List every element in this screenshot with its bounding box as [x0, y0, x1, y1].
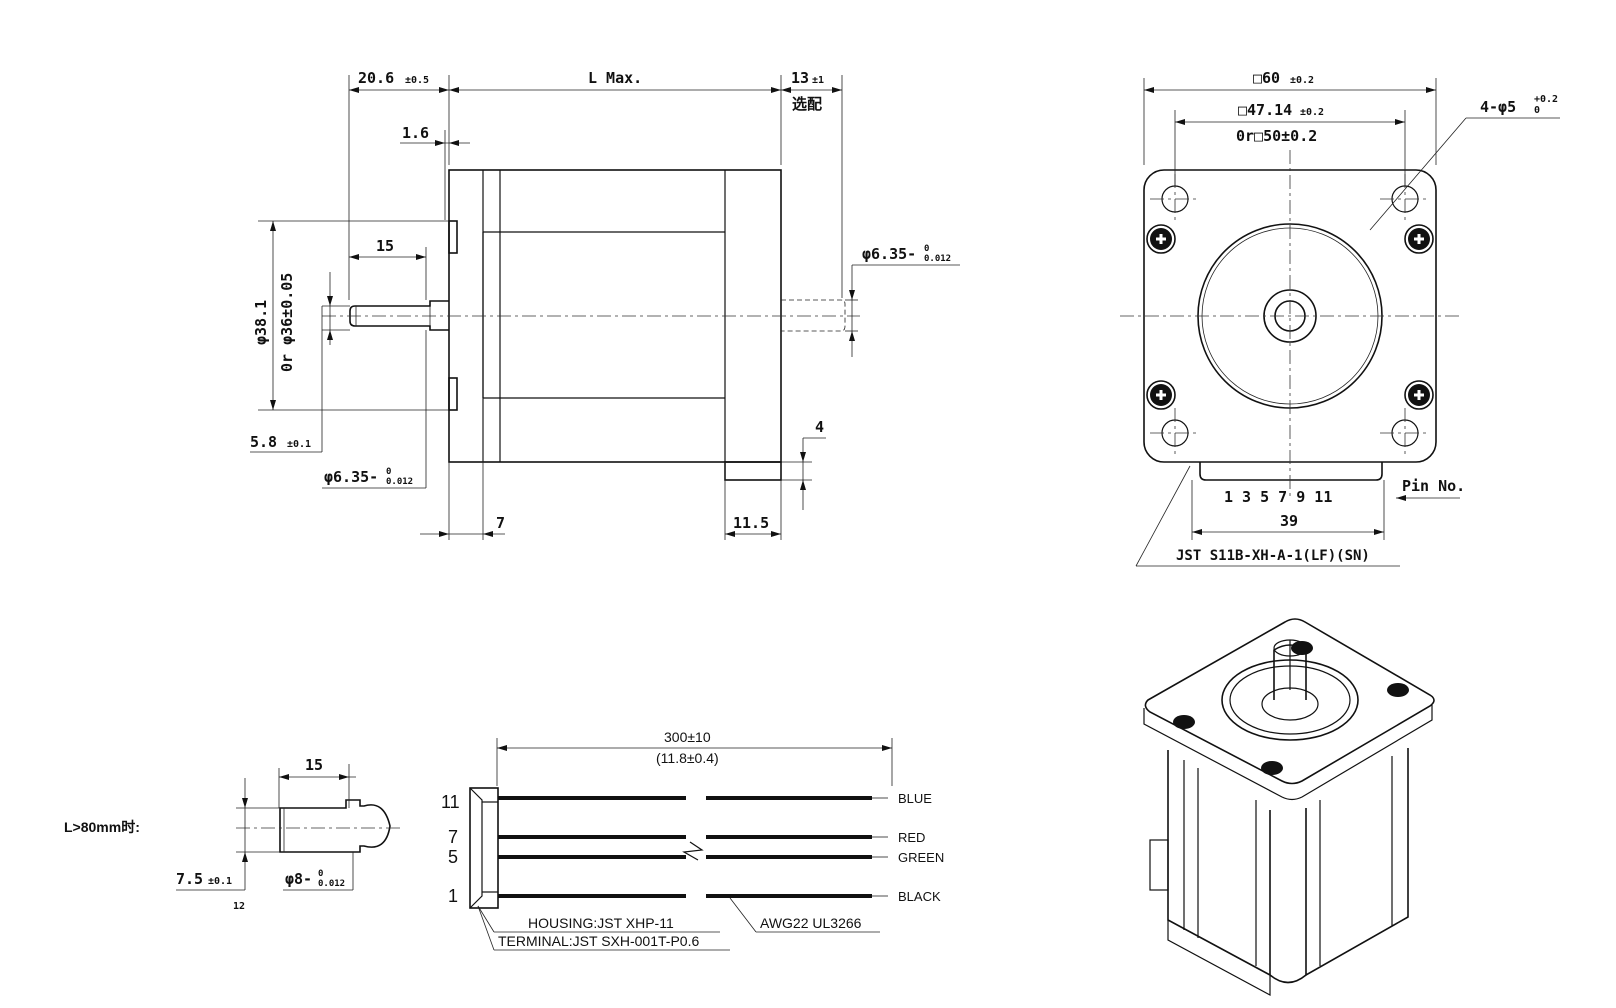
rear-shaft-tol-bottom: 0.012: [924, 254, 951, 264]
connector-height: 4: [815, 418, 824, 436]
alt-flat-depth: 7.5: [176, 870, 203, 888]
screw-icon: [1387, 683, 1409, 697]
connector-block: [724, 461, 782, 481]
rear-shaft-tol-top: 0: [924, 244, 929, 254]
pilot-diameter-alt: 0r φ36±0.05: [278, 273, 296, 372]
iso-left-side: [1167, 750, 1271, 977]
pin-span: 39: [1280, 512, 1298, 530]
flat-depth: 5.8: [250, 433, 277, 451]
hole-tol-top: +0.2: [1534, 94, 1558, 105]
wire-label: GREEN: [898, 850, 944, 865]
outer-square-tol: ±0.2: [1290, 75, 1314, 86]
wire-label: RED: [898, 830, 925, 845]
pin-number: 1: [448, 886, 458, 906]
wire-label: BLACK: [898, 889, 941, 904]
screw-icon: [1146, 380, 1176, 410]
cable-length: 300±10: [664, 729, 711, 745]
cable-spec: AWG22 UL3266: [760, 915, 862, 931]
flat-depth-tol: ±0.1: [287, 439, 311, 450]
pin-number: 7: [448, 827, 458, 847]
terminal-label: TERMINAL:JST SXH-001T-P0.6: [498, 933, 699, 949]
hole-pitch: □47.14: [1238, 101, 1292, 119]
pin-label: Pin No.: [1402, 477, 1465, 495]
rear-cap-length: 11.5: [733, 514, 769, 532]
alt-shaft-note: L>80mm时:: [64, 819, 140, 835]
shaft-length-tol: ±0.5: [405, 75, 429, 86]
screw-icon: [1404, 380, 1434, 410]
iso-right-side: [1305, 748, 1409, 977]
alt-cut-label: 12: [233, 901, 245, 912]
alt-shaft-detail: L>80mm时: 15 7.5 ±0.1 φ8- 0 0.012 12: [64, 756, 402, 912]
hole-diameter: 4-φ5: [1480, 98, 1516, 116]
alt-shaft-outline: [279, 799, 391, 853]
rear-optional-note: 选配: [792, 95, 822, 113]
alt-flat-depth-tol: ±0.1: [208, 876, 232, 887]
screw-icon: [1146, 224, 1176, 254]
rear-shaft-dia: φ6.35-: [862, 245, 916, 263]
front-cap-length: 7: [496, 514, 505, 532]
pin-number: 11: [441, 792, 460, 812]
body-length-label: L Max.: [588, 69, 642, 87]
front-shaft-tol-top: 0: [386, 467, 391, 477]
hole-tol-bottom: 0: [1534, 105, 1540, 116]
pilot-boss-top: [448, 220, 458, 254]
front-shaft: [349, 300, 449, 331]
pilot-diameter: φ38.1: [252, 300, 270, 345]
shaft-length-label: 20.6: [358, 69, 394, 87]
rear-shaft-length: 13: [791, 69, 809, 87]
screw-icon: [1173, 715, 1195, 729]
pilot-boss-bottom: [448, 377, 458, 411]
side-view: 20.6 ±0.5 L Max. 13 ±1 选配 1.6 15 φ38.1 0…: [250, 69, 960, 540]
flat-length: 15: [376, 237, 394, 255]
isometric-view: [1143, 618, 1435, 997]
screw-icon: [1291, 641, 1313, 655]
screw-icon: [1261, 761, 1283, 775]
alt-shaft-tol-top: 0: [318, 869, 323, 879]
housing-label: HOUSING:JST XHP-11: [528, 915, 674, 931]
front-shaft-tol-bottom: 0.012: [386, 477, 413, 487]
pin-number: 5: [448, 847, 458, 867]
rear-shaft: [781, 299, 846, 332]
alt-flat-length: 15: [305, 756, 323, 774]
front-connector: [1199, 462, 1383, 481]
alt-shaft-dia: φ8-: [285, 870, 312, 888]
wiring-diagram: 300±10 (11.8±0.4) 11 7 5 1: [441, 729, 944, 951]
alt-shaft-tol-bottom: 0.012: [318, 879, 345, 889]
hole-pitch-alt: 0r□50±0.2: [1236, 127, 1317, 145]
rear-shaft-tol: ±1: [812, 75, 824, 86]
front-shaft-dia: φ6.35-: [324, 468, 378, 486]
screw-icon: [1404, 224, 1434, 254]
iso-top-face: [1144, 618, 1435, 785]
break-icon: [682, 841, 704, 861]
front-view: □60 ±0.2 □47.14 ±0.2 0r□50±0.2 4-φ5 +0.2…: [1120, 69, 1560, 567]
pin-numbers: 1 3 5 7 9 11: [1224, 488, 1332, 506]
outer-square: □60: [1253, 69, 1280, 87]
connector-model: JST S11B-XH-A-1(LF)(SN): [1176, 548, 1370, 564]
connector-housing: [469, 787, 499, 909]
cable-length-inch: (11.8±0.4): [656, 750, 719, 766]
flange-thickness: 1.6: [402, 124, 429, 142]
hole-pitch-tol: ±0.2: [1300, 107, 1324, 118]
wire-label: BLUE: [898, 791, 932, 806]
